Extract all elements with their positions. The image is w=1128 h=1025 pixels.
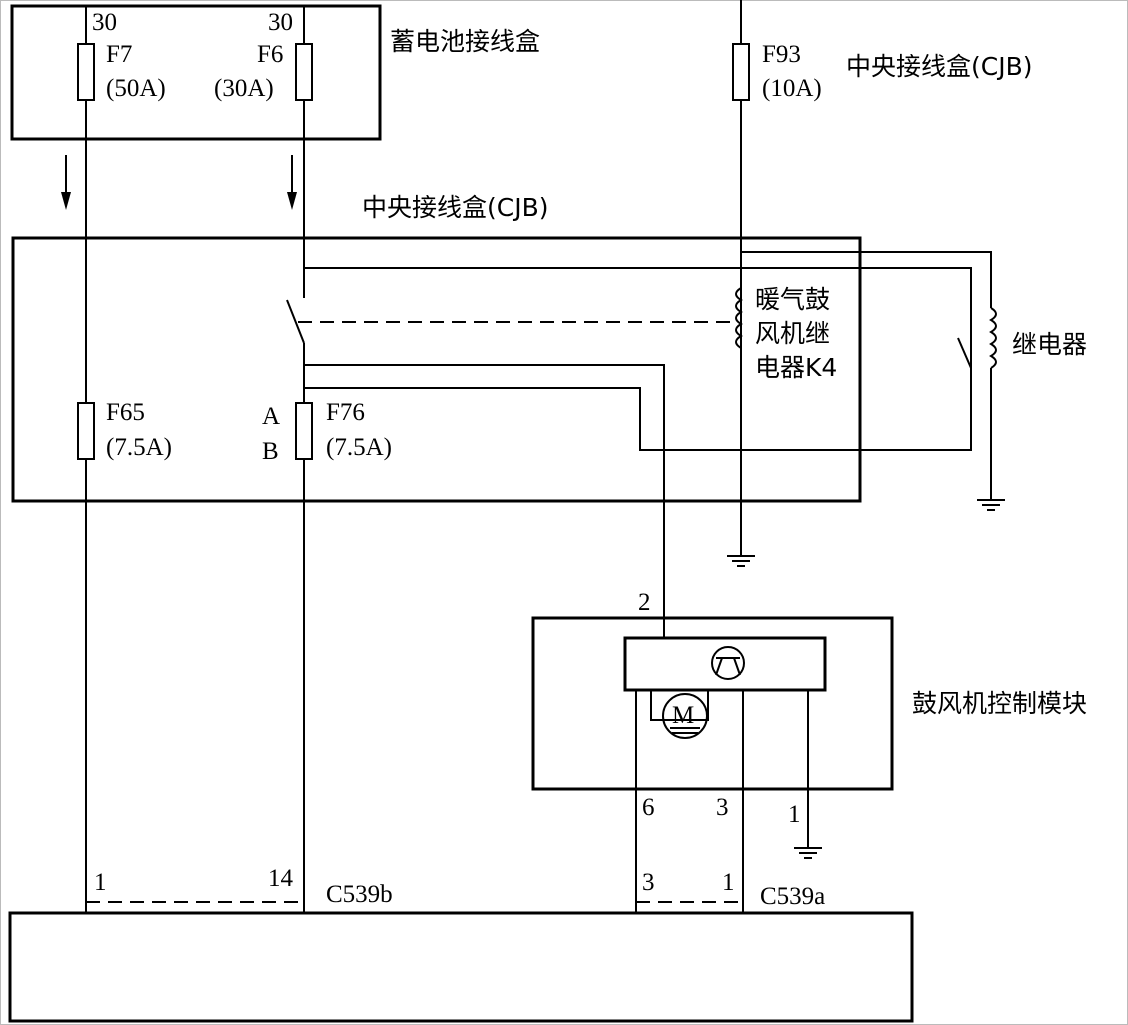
transistor-collector xyxy=(733,657,741,676)
c539b-pin-1: 1 xyxy=(94,869,107,896)
c539b-pin-14: 14 xyxy=(268,865,294,892)
transistor-icon xyxy=(711,646,745,680)
relay-switch-blade xyxy=(957,337,972,369)
fuse-f7 xyxy=(77,43,95,101)
f7-terminal: 30 xyxy=(92,9,117,36)
relay-coil xyxy=(989,307,997,369)
motor-label: M xyxy=(672,702,694,729)
k4-label-line1: 暖气鼓 xyxy=(755,285,830,314)
k4-switch-blade xyxy=(286,299,305,344)
motor-frame xyxy=(650,690,709,721)
wire-to-blower-pin2 xyxy=(304,364,665,637)
k4-coil xyxy=(735,287,743,349)
blower-pin-2: 2 xyxy=(638,589,651,616)
f7-name: F7 xyxy=(106,41,132,68)
battery-junction-box-title: 蓄电池接线盒 xyxy=(390,27,540,56)
c539a-pin-3: 3 xyxy=(642,869,655,896)
relay-label: 继电器 xyxy=(1012,330,1087,359)
transistor-emitter xyxy=(715,657,723,676)
k4-label-line2: 风机继 xyxy=(755,319,830,348)
bottom-module-box xyxy=(8,911,914,1023)
f65-rating: (7.5A) xyxy=(106,434,172,461)
f76-pin-b: B xyxy=(262,438,279,465)
arrow-right-head xyxy=(287,192,297,210)
blower-controller-block xyxy=(623,636,827,692)
fuse-f93 xyxy=(732,43,750,101)
f6-rating: (30A) xyxy=(214,75,274,102)
blower-pin-3: 3 xyxy=(716,794,729,821)
f76-name: F76 xyxy=(326,399,365,426)
motor-icon xyxy=(662,693,708,739)
f93-rating: (10A) xyxy=(762,75,822,102)
k4-label-line3: 电器K4 xyxy=(755,353,837,382)
cjb-top-label: 中央接线盒(CJB) xyxy=(846,52,1033,81)
f7-rating: (50A) xyxy=(106,75,166,102)
arrow-left-head xyxy=(61,192,71,210)
f76-rating: (7.5A) xyxy=(326,434,392,461)
f6-terminal: 30 xyxy=(268,9,293,36)
wire-coil-feed xyxy=(741,251,992,308)
fuse-f6 xyxy=(295,43,313,101)
blower-control-module xyxy=(531,616,894,791)
f6-name: F6 xyxy=(257,41,283,68)
f65-name: F65 xyxy=(106,399,145,426)
wire-relay-loop xyxy=(304,267,972,451)
f93-name: F93 xyxy=(762,41,801,68)
blower-pin-6: 6 xyxy=(642,794,655,821)
f76-pin-a: A xyxy=(262,403,280,430)
blower-pin-1: 1 xyxy=(788,801,801,828)
c539b-label: C539b xyxy=(326,881,393,908)
blower-module-title: 鼓风机控制模块 xyxy=(912,689,1087,718)
fuse-f76 xyxy=(295,402,313,460)
c539a-pin-1: 1 xyxy=(722,869,735,896)
fuse-f65 xyxy=(77,402,95,460)
central-junction-box xyxy=(11,236,862,503)
battery-junction-box xyxy=(10,4,382,141)
c539a-label: C539a xyxy=(760,883,825,910)
cjb-main-title: 中央接线盒(CJB) xyxy=(362,193,549,222)
